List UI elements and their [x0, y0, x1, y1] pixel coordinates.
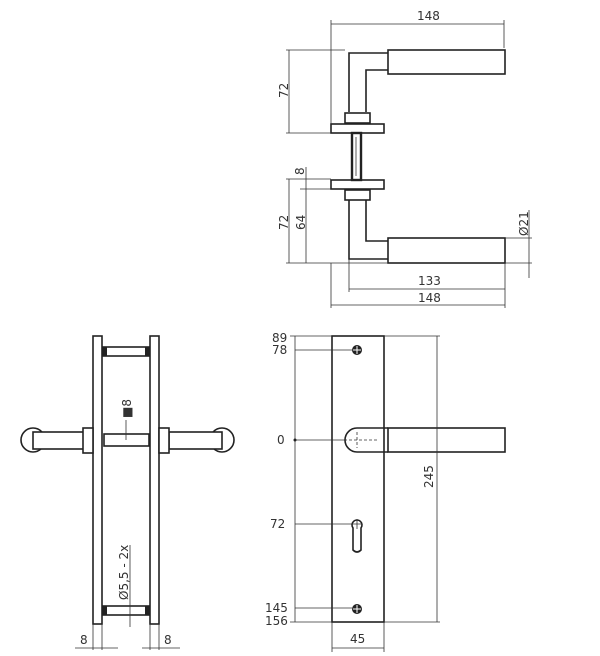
right-backplate	[149, 335, 160, 625]
screw-spacer-bottom	[102, 605, 150, 616]
spindle-size-label: ■8	[120, 399, 134, 418]
side-view: 148 72 8 72 64 Ø21 133 148	[277, 9, 532, 308]
dim-8-left: 8	[80, 633, 88, 647]
keyhole	[351, 519, 363, 553]
backplate	[331, 335, 385, 623]
dimensions-side: 148 72 8 72 64 Ø21 133 148	[277, 9, 532, 308]
screw-size-label: Ø5,5 - 2x	[117, 545, 131, 600]
dim-64-lower: 64	[294, 215, 308, 230]
dim-72-upper: 72	[277, 83, 291, 98]
dim-133: 133	[418, 274, 441, 288]
label-145: 145	[265, 601, 288, 615]
left-lever-end	[20, 427, 94, 454]
spindle-edge	[103, 433, 150, 447]
dimensions-front: 89 78 0 72 145 156 245 45	[265, 331, 440, 652]
dim-148-bottom: 148	[418, 291, 441, 305]
label-89: 89	[272, 331, 287, 345]
front-view: 89 78 0 72 145 156 245 45	[265, 331, 506, 652]
left-backplate	[92, 335, 103, 625]
label-72: 72	[270, 517, 285, 531]
dim-72-lower: 72	[277, 215, 291, 230]
dim-8-right: 8	[164, 633, 172, 647]
lever-front	[344, 427, 506, 453]
lower-lever	[330, 179, 506, 264]
spindle	[350, 131, 363, 182]
screw-hole-bottom	[352, 604, 362, 614]
dim-8-rose: 8	[293, 167, 307, 175]
dim-148-top: 148	[417, 9, 440, 23]
upper-lever	[330, 49, 506, 134]
edge-view: ■8 Ø5,5 - 2x 8 8	[20, 335, 235, 650]
dim-45: 45	[350, 632, 365, 646]
label-78: 78	[272, 343, 287, 357]
screw-hole-top	[352, 345, 362, 355]
screw-spacer-top	[102, 346, 150, 357]
right-lever-end	[158, 427, 235, 454]
dim-245: 245	[422, 465, 436, 488]
label-0: 0	[277, 433, 285, 447]
dim-diameter-21: Ø21	[517, 211, 531, 236]
label-156: 156	[265, 614, 288, 628]
